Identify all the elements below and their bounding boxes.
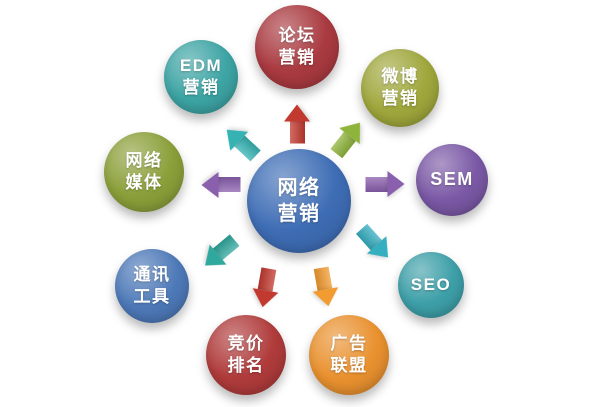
node-label-line: 竞价 <box>227 333 265 353</box>
arrow-head <box>312 287 342 309</box>
node-communication-tools: 通讯 工具 <box>115 249 189 323</box>
node-weibo-marketing: 微博 营销 <box>361 49 439 127</box>
node-label-line: SEM <box>430 169 474 190</box>
node-label-line: EDM <box>179 55 223 75</box>
node-label-line: SEO <box>410 274 452 294</box>
node-label-line: 媒体 <box>125 173 163 192</box>
arrow-up-left <box>217 120 264 166</box>
arrow-shaft <box>289 121 305 144</box>
node-label-line: 论坛 <box>278 25 316 45</box>
node-label-line: 网络 <box>125 150 163 170</box>
node-edm-marketing: EDM 营销 <box>164 40 238 114</box>
arrow-left-down <box>196 231 244 276</box>
node-label-line: 工具 <box>133 287 171 306</box>
arrow-shaft <box>258 267 277 292</box>
node-label-line: 微博 <box>381 66 419 86</box>
arrow-head <box>249 288 279 310</box>
node-network-marketing-center: 网络 营销 <box>247 149 351 253</box>
node-network-media: 网络 媒体 <box>104 132 184 212</box>
arrow-down-left <box>249 267 282 310</box>
node-label-line: 通讯 <box>133 264 171 284</box>
arrow-left <box>201 172 241 198</box>
arrow-head <box>201 172 219 198</box>
node-label-line: 网络 <box>277 177 321 199</box>
arrow-shaft <box>314 266 333 291</box>
node-label-line: 营销 <box>278 48 316 67</box>
node-forum-marketing: 论坛 营销 <box>255 5 339 89</box>
node-ad-alliance: 广告 联盟 <box>309 315 389 395</box>
arrow-head <box>387 171 405 197</box>
node-seo: SEO <box>398 252 464 318</box>
node-label-line: 联盟 <box>330 356 368 375</box>
arrow-right <box>365 171 405 197</box>
node-label-line: 营销 <box>277 203 321 225</box>
node-sem: SEM <box>416 144 488 216</box>
arrow-shaft <box>365 176 388 192</box>
arrow-shaft <box>218 177 241 193</box>
node-label-line: 营销 <box>381 89 419 108</box>
node-bid-ranking: 竞价 排名 <box>206 315 286 395</box>
arrow-head <box>284 104 310 122</box>
node-label-line: 排名 <box>227 356 265 375</box>
arrow-up <box>284 104 310 144</box>
arrow-down-right <box>352 220 398 267</box>
arrow-down <box>309 266 342 309</box>
node-label-line: 营销 <box>182 78 220 97</box>
arrow-up-right <box>326 114 371 162</box>
node-label-line: 广告 <box>330 333 368 353</box>
